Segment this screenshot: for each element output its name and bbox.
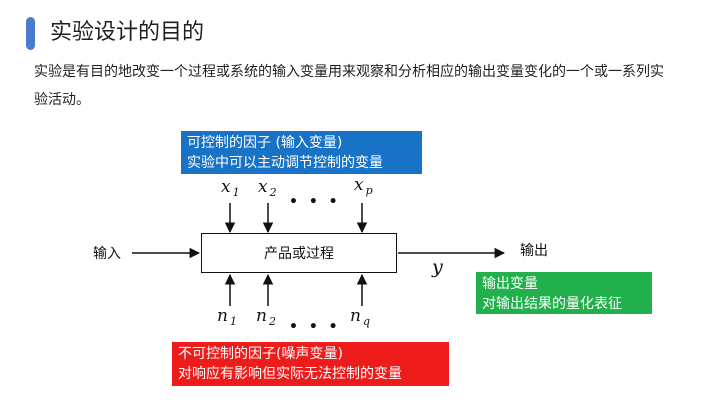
noise-ellipsis: • • •: [289, 319, 341, 335]
output-variable-note: 输出变量 对输出结果的量化表征: [476, 272, 652, 314]
intro-paragraph: 实验是有目的地改变一个过程或系统的输入变量用来观察和分析相应的输出变量变化的一个…: [34, 64, 664, 108]
uncontrollable-factors-note: 不可控制的因子(噪声变量) 对响应有影响但实际无法控制的变量: [172, 342, 449, 386]
uncontrollable-note-line1: 不可控制的因子(噪声变量): [178, 346, 343, 362]
process-label: 产品或过程: [264, 246, 334, 262]
controllable-factors-note: 可控制的因子 (输入变量) 实验中可以主动调节控制的变量: [181, 131, 422, 174]
page-title: 实验设计的目的: [50, 20, 205, 45]
title-accent-bar: [26, 17, 35, 50]
output-note-line1: 输出变量: [482, 276, 538, 292]
controllable-ellipsis: • • •: [289, 194, 341, 210]
output-label: 输出: [520, 243, 548, 259]
uncontrollable-note-line2: 对响应有影响但实际无法控制的变量: [178, 366, 402, 382]
input-label: 输入: [93, 246, 121, 262]
output-variable-y: y: [432, 256, 443, 278]
controllable-note-line1: 可控制的因子 (输入变量): [187, 135, 343, 151]
controllable-note-line2: 实验中可以主动调节控制的变量: [187, 155, 383, 171]
output-note-line2: 对输出结果的量化表征: [482, 296, 622, 312]
process-box: 产品或过程: [201, 233, 397, 273]
